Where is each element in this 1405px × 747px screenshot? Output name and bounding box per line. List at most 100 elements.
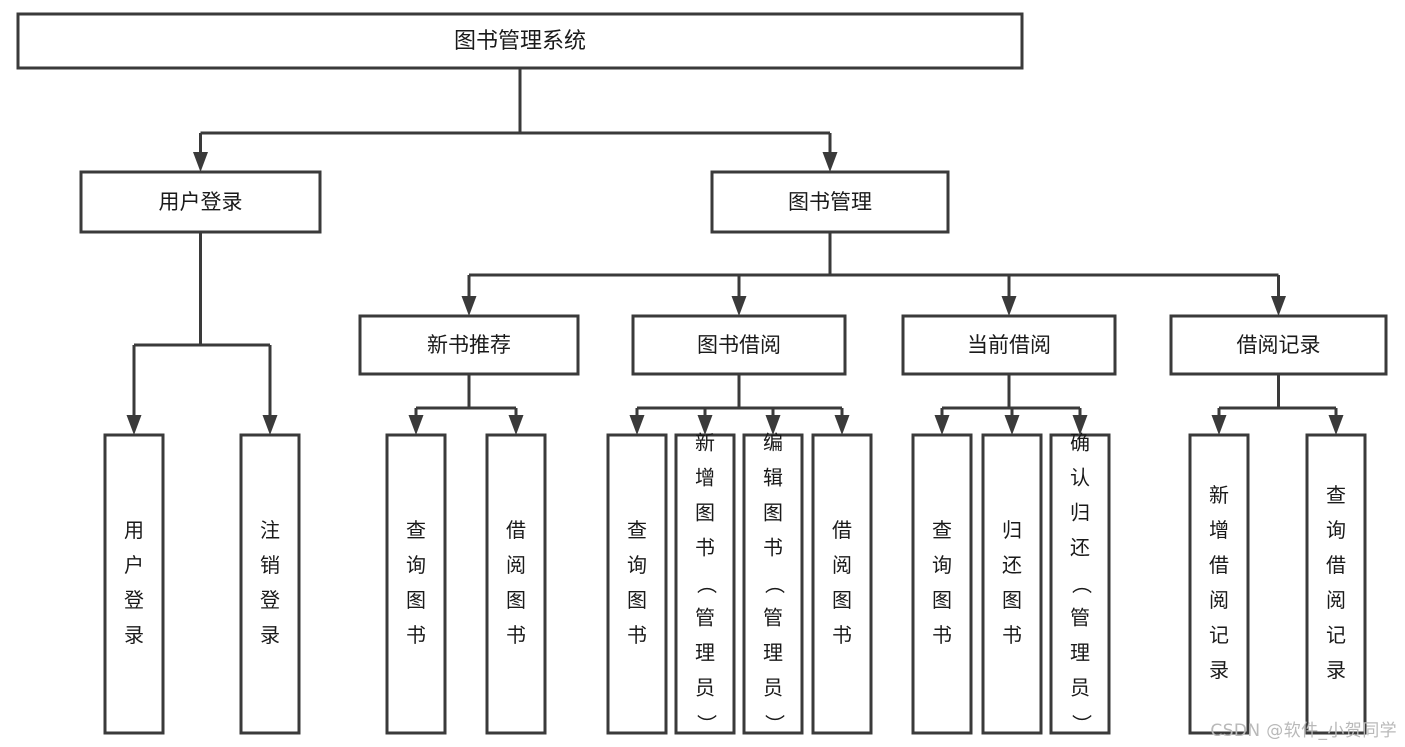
leaf-node-8-char: 书: [932, 623, 952, 647]
leaf-node-5-char: ）: [695, 714, 719, 734]
leaf-node-5-rect[interactable]: [674, 433, 736, 735]
leaf-node-9-char: 书: [1002, 623, 1022, 647]
connector-0-to-leaf-1: [262, 345, 278, 435]
leaf-node-0-char: 用: [124, 518, 144, 542]
level2-node-1-rect[interactable]: [710, 170, 950, 234]
connector-root-to-l2-0: [193, 133, 208, 172]
leaf-node-0[interactable]: 用户登录: [103, 433, 165, 735]
root-node-system[interactable]: 图书管理系统: [16, 12, 1024, 70]
leaf-node-9-rect[interactable]: [981, 433, 1043, 735]
leaf-node-2-char: 图: [406, 588, 426, 612]
leaf-node-5-char: 员: [695, 676, 715, 700]
leaf-node-10-char: 员: [1070, 676, 1090, 700]
connector-3-to-leaf-2: [1072, 408, 1088, 435]
connector-3-to-leaf-0: [934, 408, 950, 435]
level2-node-1[interactable]: 图书管理: [710, 170, 950, 234]
level3-node-1[interactable]: 图书借阅: [631, 314, 847, 376]
leaf-node-8-char: 询: [932, 553, 952, 577]
leaf-node-2-char: 询: [406, 553, 426, 577]
connector-2-to-leaf-3: [834, 408, 850, 435]
leaf-node-12-char: 录: [1326, 658, 1346, 682]
leaf-node-3-char: 书: [506, 623, 526, 647]
leaf-node-10-char: 管: [1070, 606, 1090, 630]
leaf-node-1-rect[interactable]: [239, 433, 301, 735]
leaf-node-0-rect[interactable]: [103, 433, 165, 735]
leaf-node-11-rect[interactable]: [1188, 433, 1250, 735]
level2-node-0-rect[interactable]: [79, 170, 322, 234]
connector-mgmt-to-l3-3: [1271, 275, 1286, 316]
leaf-node-3-char: 阅: [506, 553, 526, 577]
level3-node-2[interactable]: 当前借阅: [901, 314, 1117, 376]
leaf-node-6-char: （: [763, 574, 787, 594]
level3-node-3[interactable]: 借阅记录: [1169, 314, 1388, 376]
leaf-node-10-rect[interactable]: [1049, 433, 1111, 735]
leaf-node-3-rect[interactable]: [485, 433, 547, 735]
leaf-node-9-char: 归: [1002, 518, 1022, 542]
node-boxes: 图书管理系统用户登录图书管理新书推荐图书借阅当前借阅借阅记录用户登录注销登录查询…: [16, 12, 1388, 735]
leaf-node-6-char: 理: [763, 641, 783, 665]
leaf-node-6-char: 书: [763, 536, 783, 560]
level2-node-0-label: 用户登录: [159, 190, 243, 214]
leaf-node-11-char: 增: [1209, 518, 1229, 542]
connector-1-to-leaf-1: [508, 408, 524, 435]
leaf-node-5-char: 理: [695, 641, 715, 665]
connector-4-to-leaf-0: [1211, 408, 1227, 435]
leaf-node-5-char: 书: [695, 536, 715, 560]
leaf-node-1-char: 注: [260, 518, 280, 542]
leaf-node-5-char: 图: [695, 501, 715, 525]
connector-0-to-leaf-0: [126, 345, 142, 435]
leaf-node-2-char: 书: [406, 623, 426, 647]
leaf-node-5-char: （: [695, 574, 719, 594]
leaf-node-1-char: 销: [260, 553, 280, 577]
root-node-system-rect[interactable]: [16, 12, 1024, 70]
leaf-node-4-rect[interactable]: [606, 433, 668, 735]
leaf-node-12-rect[interactable]: [1305, 433, 1367, 735]
level3-node-2-rect[interactable]: [901, 314, 1117, 376]
level3-node-0-rect[interactable]: [358, 314, 580, 376]
level3-node-1-rect[interactable]: [631, 314, 847, 376]
leaf-node-6-char: 管: [763, 606, 783, 630]
leaf-node-3-char: 图: [506, 588, 526, 612]
leaf-node-10-char: 认: [1070, 466, 1090, 490]
leaf-node-12-char: 阅: [1326, 588, 1346, 612]
root-node-system-label: 图书管理系统: [454, 29, 586, 54]
leaf-node-10-char: （: [1070, 574, 1094, 594]
level3-node-3-rect[interactable]: [1169, 314, 1388, 376]
leaf-node-2-rect[interactable]: [385, 433, 447, 735]
leaf-node-12-char: 借: [1326, 553, 1346, 577]
leaf-node-7-char: 书: [832, 623, 852, 647]
leaf-node-7-rect[interactable]: [811, 433, 873, 735]
level3-node-3-label: 借阅记录: [1237, 333, 1321, 357]
leaf-node-11-char: 阅: [1209, 588, 1229, 612]
leaf-node-1-char: 登: [260, 588, 280, 612]
level2-node-1-label: 图书管理: [788, 190, 872, 214]
leaf-node-7-char: 阅: [832, 553, 852, 577]
leaf-node-1-char: 录: [260, 623, 280, 647]
connector-3-to-leaf-1: [1004, 408, 1020, 435]
leaf-node-11-char: 新: [1209, 483, 1229, 507]
leaf-node-11-char: 录: [1209, 658, 1229, 682]
level2-node-0[interactable]: 用户登录: [79, 170, 322, 234]
level3-node-0[interactable]: 新书推荐: [358, 314, 580, 376]
leaf-node-12-char: 询: [1326, 518, 1346, 542]
leaf-node-10-char: 还: [1070, 536, 1090, 560]
csdn-watermark: CSDN @软件_小贺同学: [1210, 721, 1397, 741]
leaf-node-8-rect[interactable]: [911, 433, 973, 735]
leaf-node-6-char: 辑: [763, 466, 783, 490]
connector-4-to-leaf-1: [1328, 408, 1344, 435]
level3-node-2-label: 当前借阅: [967, 333, 1051, 357]
leaf-node-6-rect[interactable]: [742, 433, 804, 735]
